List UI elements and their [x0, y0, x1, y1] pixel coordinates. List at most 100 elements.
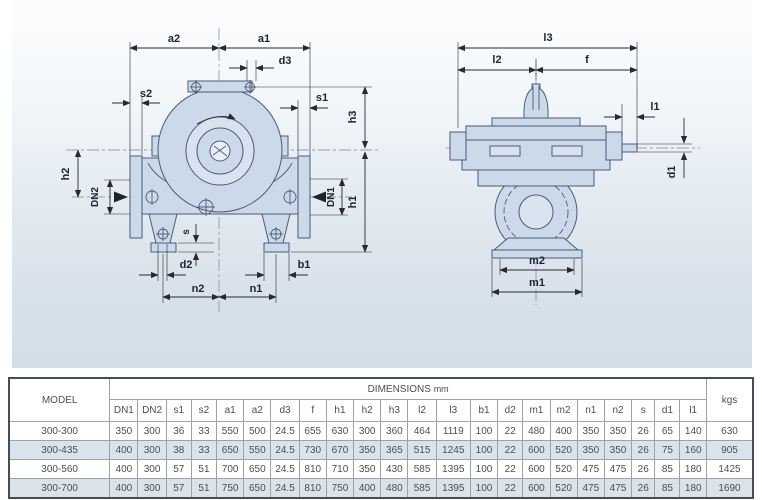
cell: 550	[216, 421, 245, 441]
dimensions-table: MODEL DIMENSIONS mm kgs DN1 DN2 s1 s2 a1…	[8, 377, 754, 499]
suction-flow-arrow	[114, 191, 128, 203]
cell: 180	[679, 459, 707, 479]
cell: 350	[603, 421, 633, 441]
dim-label-d3: d3	[279, 55, 292, 67]
cell: 464	[407, 421, 437, 441]
model-cell: 300-700	[8, 478, 111, 499]
dimensions-header: DIMENSIONS mm	[109, 377, 707, 400]
cell: 400	[109, 459, 139, 479]
cell: 400	[109, 478, 139, 499]
cell: 475	[603, 459, 633, 479]
cell: 730	[298, 440, 327, 460]
dim-label-n1: n1	[250, 283, 263, 295]
col-header: DN1	[109, 399, 139, 422]
dim-label-m1: m1	[529, 277, 545, 289]
cell: 520	[549, 459, 578, 479]
cell: 1245	[435, 440, 471, 460]
cell: 480	[522, 421, 551, 441]
dim-label-l2: l2	[492, 54, 501, 66]
model-cell: 300-435	[8, 440, 111, 460]
kgs-cell: 630	[705, 421, 754, 441]
discharge-flow-arrow	[312, 191, 326, 203]
dim-label-s1: s1	[316, 92, 328, 104]
cell: 38	[165, 440, 192, 460]
cell: 22	[497, 459, 524, 479]
right-bearing-cap	[605, 131, 623, 161]
dim-label-h1: h1	[347, 196, 359, 209]
col-header: m2	[549, 399, 578, 422]
cell: 515	[407, 440, 437, 460]
dim-label-l3: l3	[543, 32, 552, 44]
cell: 36	[165, 421, 192, 441]
top-pad	[187, 80, 253, 93]
cell: 360	[380, 421, 409, 441]
cell: 140	[679, 421, 707, 441]
cell: 33	[190, 421, 218, 441]
cell: 650	[243, 478, 272, 499]
cell: 810	[298, 459, 327, 479]
col-header: s2	[190, 399, 218, 422]
kgs-cell: 1690	[705, 478, 754, 499]
cell: 300	[137, 478, 167, 499]
model-header: MODEL	[8, 377, 111, 422]
cell: 100	[469, 459, 499, 479]
column-header-row: DN1 DN2 s1 s2 a1 a2 d3 f h1 h2 h3 l2 l3 …	[9, 399, 753, 422]
cell: 350	[109, 421, 139, 441]
cell: 300	[353, 421, 382, 441]
col-header: l3	[435, 399, 471, 422]
cell: 22	[497, 421, 524, 441]
cell: 100	[469, 440, 499, 460]
kgs-cell: 905	[705, 440, 754, 460]
cell: 26	[631, 459, 656, 479]
cell: 24.5	[270, 421, 300, 441]
col-header: b1	[469, 399, 499, 422]
col-header: s1	[165, 399, 192, 422]
cell: 500	[243, 421, 272, 441]
cell: 670	[325, 440, 355, 460]
side-view: l3 l2 f l1 d1 m2 m1	[446, 32, 700, 305]
cell: 475	[603, 478, 633, 499]
cell: 57	[165, 459, 192, 479]
cell: 57	[165, 478, 192, 499]
cell: 1395	[435, 478, 471, 499]
dimensions-header-text: DIMENSIONS	[367, 383, 431, 395]
col-header: s	[631, 399, 656, 422]
dim-label-d2: d2	[180, 259, 193, 271]
table-row: 300-300 350 300 36 33 550 500 24.5 655 6…	[8, 421, 754, 441]
cell: 33	[190, 440, 218, 460]
cell: 1119	[435, 421, 471, 441]
base-plate	[491, 249, 583, 259]
dimensions-table-wrap: MODEL DIMENSIONS mm kgs DN1 DN2 s1 s2 a1…	[8, 377, 754, 499]
cell: 480	[380, 478, 409, 499]
left-bearing-cap	[449, 131, 467, 161]
col-header: a2	[243, 399, 272, 422]
cell: 700	[216, 459, 245, 479]
cell: 750	[216, 478, 245, 499]
cell: 430	[380, 459, 409, 479]
dim-label-m2: m2	[529, 255, 545, 267]
pump-drawing: a2 a1 d3 s2 s1 h3 h2 DN2 DN1 h1 s d2 b1 …	[60, 28, 700, 312]
cell: 400	[109, 440, 139, 460]
col-header: h2	[353, 399, 382, 422]
dim-label-n2: n2	[192, 283, 205, 295]
dim-label-a2: a2	[168, 33, 180, 45]
dim-label-h3: h3	[347, 111, 359, 124]
dim-label-a1: a1	[258, 33, 270, 45]
cell: 400	[353, 478, 382, 499]
cell: 600	[522, 459, 551, 479]
dim-label-s: s	[181, 229, 192, 235]
dim-label-dn1: DN1	[326, 187, 337, 207]
cell: 100	[469, 421, 499, 441]
col-header: h3	[380, 399, 409, 422]
col-header: d1	[654, 399, 681, 422]
table-row: 300-560 400 300 57 51 700 650 24.5 810 7…	[8, 459, 754, 479]
cell: 350	[576, 421, 605, 441]
cell: 350	[576, 440, 605, 460]
cell: 655	[298, 421, 327, 441]
discharge-flange	[297, 155, 311, 239]
cell: 300	[137, 459, 167, 479]
cell: 85	[654, 478, 681, 499]
suction-flange	[129, 155, 143, 239]
col-header: a1	[216, 399, 245, 422]
col-header: l1	[679, 399, 707, 422]
